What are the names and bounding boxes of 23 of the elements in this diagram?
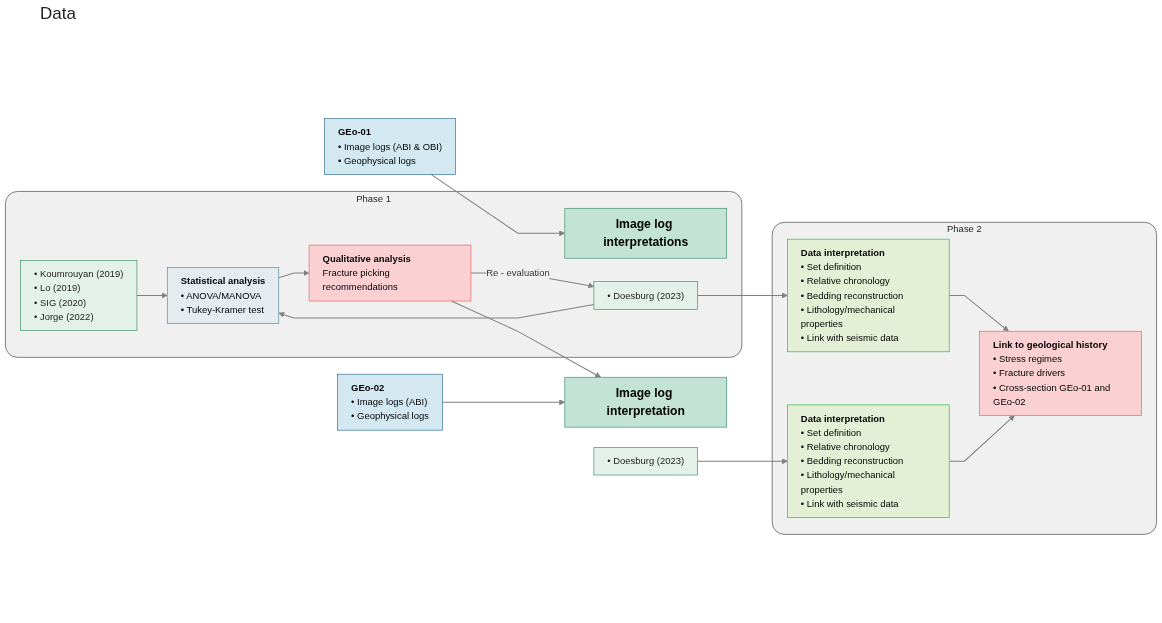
node-box: Link to geological history • Stress regimes • Fracture drivers • Cross-section GEo-01 and GEo-02 [979,330,1142,416]
arrow [948,294,1009,332]
arrow [948,415,1015,462]
node-box: Statistical analysis • ANOVA/MANOVA • Tukey-Kramer test [166,267,280,324]
edge-label: Re - evaluation [486,267,550,279]
arrow [441,399,566,406]
arrow [697,292,788,299]
column-heading: Data [40,4,76,23]
arrow [430,174,566,237]
node-box: Image log interpretation [564,376,727,428]
node-box: • Koumrouyan (2019) • Lo (2019) • SIG (2020) • Jorge (2022) [20,260,138,331]
arrow [278,304,595,319]
node-box: Qualitative analysis Fracture picking recommendations [308,244,472,302]
node-box: • Doesburg (2023) [593,447,698,476]
arrow [136,292,168,299]
node-box: Image log interpretations [564,207,727,259]
node-box: GEo-02 • Image logs (ABI) • Geophysical logs [337,373,443,431]
node-box: Data interpretation • Set definition • Relative chronology • Bedding reconstruction • Lithology/mechanical properties • Link with seismic data [787,404,950,518]
arrow [697,458,788,465]
arrow [278,270,310,279]
node-box: GEo-01 • Image logs (ABI & OBI) • Geophysical logs [324,118,456,175]
node-box: • Doesburg (2023) [593,281,698,310]
node-box: Data interpretation • Set definition • Relative chronology • Bedding reconstruction • Lithology/mechanical properties • Link with seismic data [787,238,950,353]
